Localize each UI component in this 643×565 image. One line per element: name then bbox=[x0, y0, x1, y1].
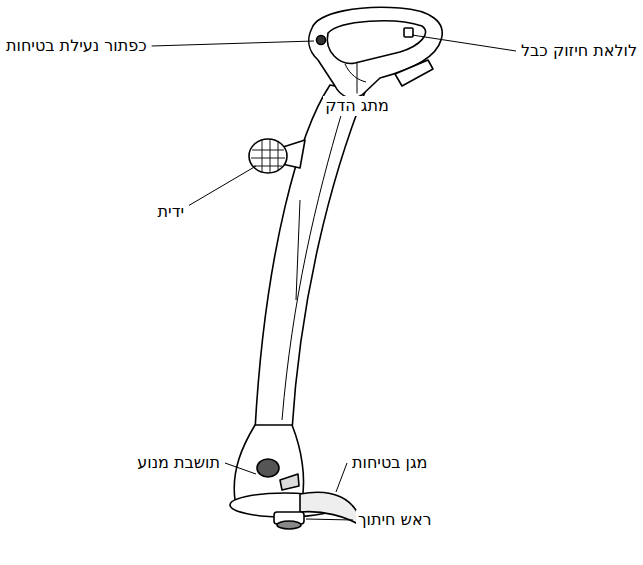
leader-line bbox=[412, 35, 516, 51]
handle-head bbox=[309, 7, 442, 98]
part-label: ראש חיתוך bbox=[356, 510, 434, 529]
leader-line bbox=[336, 463, 347, 492]
part-label: מגן בטיחות bbox=[350, 453, 429, 472]
safety-lock-button bbox=[317, 36, 326, 45]
cable-loop bbox=[404, 28, 413, 37]
part-label: מתג הדק bbox=[323, 96, 391, 115]
leader-line bbox=[225, 463, 256, 474]
part-label: כפתור נעילת בטיחות bbox=[4, 36, 149, 55]
cutting-spool bbox=[277, 521, 301, 529]
part-label: תושבת מנוע bbox=[135, 453, 222, 472]
leader-line bbox=[189, 166, 256, 205]
shaft-groove bbox=[296, 200, 300, 300]
leader-line bbox=[357, 62, 358, 93]
part-label: ידית bbox=[156, 202, 186, 221]
motor-vent bbox=[280, 474, 299, 490]
handle-window bbox=[327, 21, 425, 64]
trigger-switch bbox=[395, 60, 433, 86]
shaft bbox=[255, 85, 365, 430]
grip-edge bbox=[345, 64, 366, 82]
part-label: לולאת חיזוק כבל bbox=[519, 41, 639, 60]
motor-housing bbox=[234, 425, 303, 500]
leader-line bbox=[152, 41, 314, 46]
leader-line bbox=[306, 519, 353, 520]
safety-guard bbox=[300, 492, 363, 527]
handle-knob bbox=[249, 139, 287, 173]
handle-grip bbox=[251, 139, 285, 173]
motor-logo bbox=[257, 459, 279, 477]
